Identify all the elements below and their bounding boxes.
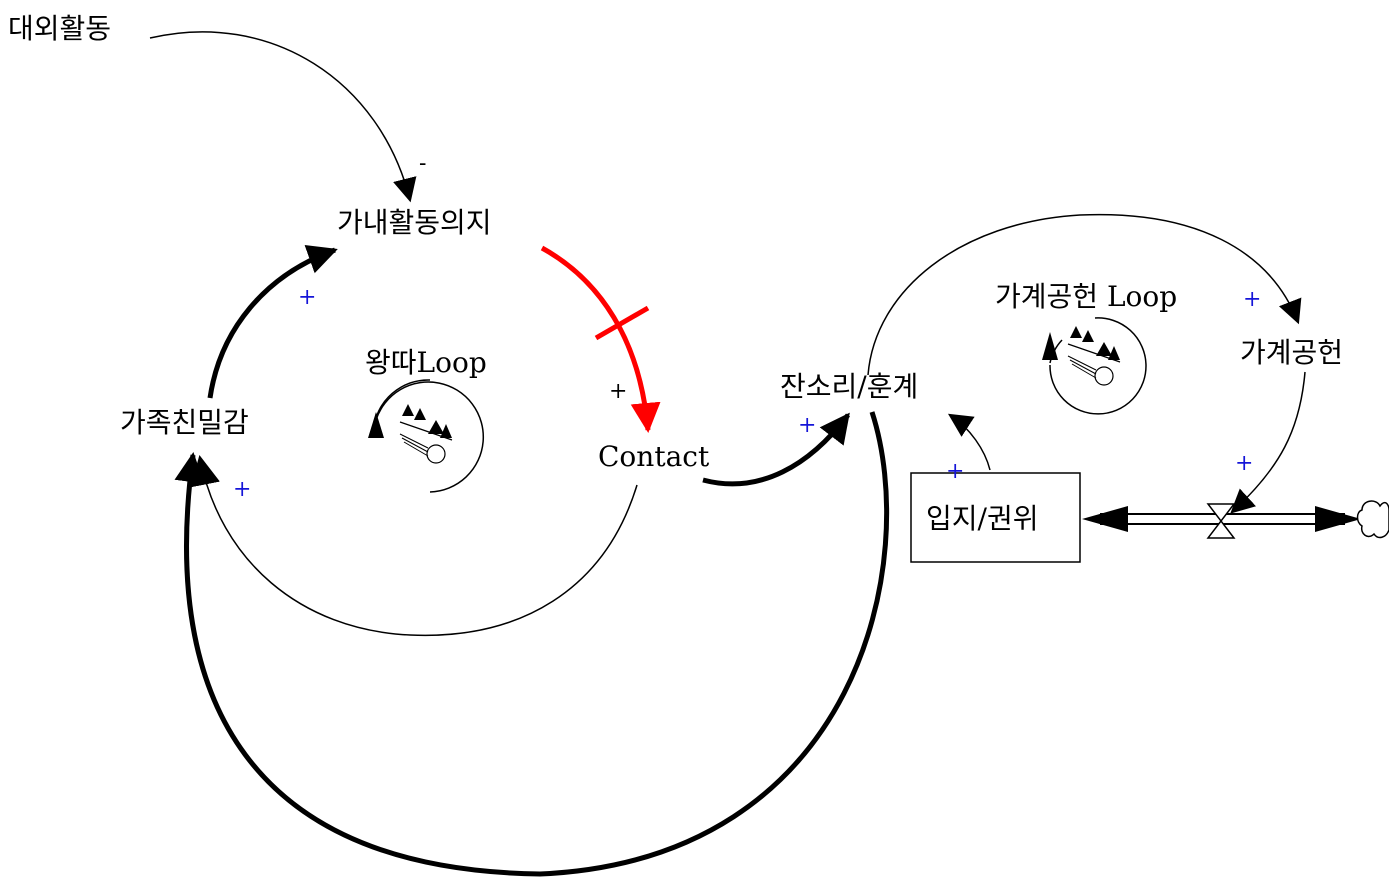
polarity-contact-to-nagging: + — [798, 413, 816, 438]
link-status-to-nagging[interactable] — [947, 413, 991, 471]
link-contact-to-closeness[interactable] — [190, 455, 638, 637]
polarity-status-to-nagging: + — [946, 459, 964, 484]
loop-label-wangtta: 왕따Loop — [365, 346, 487, 379]
snowball-icon — [399, 404, 453, 464]
link-external-to-home[interactable] — [149, 31, 417, 203]
polarity-contribution-to-valve: + — [1235, 451, 1253, 476]
polarity-external-to-home: - — [419, 151, 426, 176]
var-home-activity-will[interactable]: 가내활동의지 — [337, 206, 492, 239]
polarity-closeness-to-home: + — [298, 285, 316, 310]
stock-status-authority[interactable] — [910, 472, 1081, 563]
link-contact-to-nagging[interactable] — [702, 412, 850, 487]
loop-icon-wangtta — [368, 379, 485, 493]
link-nagging-to-closeness[interactable] — [174, 411, 890, 877]
var-nagging[interactable]: 잔소리/훈계 — [780, 370, 918, 403]
var-family-closeness[interactable]: 가족친밀감 — [120, 406, 249, 439]
cloud-sink-icon — [1356, 500, 1389, 539]
polarity-contact-to-closeness: + — [233, 477, 251, 502]
var-external-activity[interactable]: 대외활동 — [8, 12, 111, 45]
delay-mark — [594, 305, 650, 341]
polarity-nagging-to-contribution: + — [1243, 287, 1261, 312]
snowball-icon — [1067, 326, 1121, 386]
var-contact[interactable]: Contact — [598, 440, 710, 473]
link-home-to-contact-delayed[interactable] — [540, 245, 661, 433]
loop-icon-household — [1042, 317, 1147, 415]
link-nagging-to-contribution[interactable] — [867, 213, 1302, 376]
link-contribution-to-valve[interactable] — [1230, 371, 1306, 514]
link-closeness-to-home[interactable] — [207, 244, 338, 399]
flow-valve-icon[interactable] — [1206, 503, 1236, 539]
polarity-home-to-contact: + — [609, 379, 627, 404]
loop-label-household: 가계공헌 Loop — [995, 280, 1177, 313]
var-household-contribution[interactable]: 가계공헌 — [1240, 336, 1343, 369]
var-status-authority[interactable]: 입지/권위 — [926, 502, 1038, 535]
